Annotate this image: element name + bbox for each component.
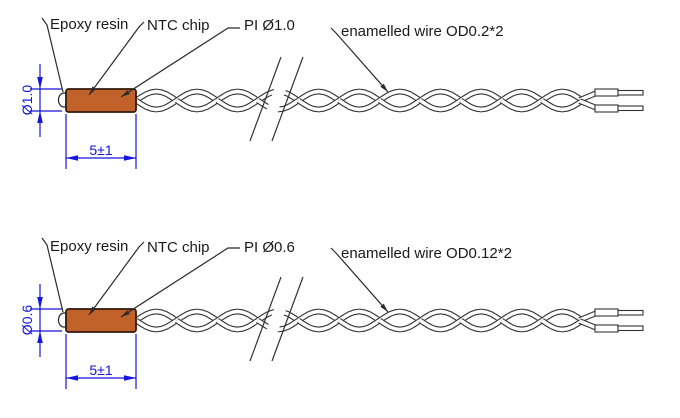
enamelled-wire-leader — [330, 247, 389, 313]
ntc-chip-label: NTC chip — [147, 17, 210, 34]
epoxy-resin-label: Epoxy resin — [50, 16, 128, 33]
epoxy-resin-leader — [41, 17, 64, 93]
sensor-drawing-bottom: Epoxy resin NTC chip PI Ø0.6 enamelled w… — [19, 237, 644, 389]
pi-tube-label: PI Ø0.6 — [244, 239, 295, 256]
twisted-wire — [134, 88, 585, 113]
pi-tube-leader — [120, 27, 240, 98]
pi-tube-label: PI Ø1.0 — [244, 17, 295, 34]
dimensions — [30, 284, 137, 389]
break-symbol — [249, 276, 304, 362]
sensor-drawing-top: Epoxy resin NTC chip PI Ø1.0 enamelled w… — [19, 16, 644, 169]
wire-end-top — [578, 88, 644, 103]
enamelled-wire-label: enamelled wire OD0.2*2 — [341, 23, 504, 40]
pi-tube-leader — [120, 247, 240, 318]
break-symbol — [249, 56, 304, 142]
diameter-dimension-label: Ø0.6 — [19, 305, 35, 336]
length-dimension-label: 5±1 — [89, 142, 112, 158]
enamelled-wire-label: enamelled wire OD0.12*2 — [341, 245, 512, 262]
diameter-dimension-label: Ø1.0 — [19, 85, 35, 116]
sensor-body — [65, 308, 137, 333]
wire-end-bottom — [578, 318, 644, 333]
sensor-geometry — [30, 237, 644, 389]
length-dimension-label: 5±1 — [89, 362, 112, 378]
epoxy-resin-label: Epoxy resin — [50, 238, 128, 255]
sensor-body — [65, 88, 137, 113]
twisted-wire — [134, 308, 585, 333]
ntc-chip-label: NTC chip — [147, 239, 210, 256]
sensor-geometry — [30, 17, 644, 169]
ntc-chip-leader — [88, 21, 145, 96]
wire-end-top — [578, 308, 644, 323]
ntc-chip-leader — [88, 241, 145, 316]
wire-end-bottom — [578, 98, 644, 113]
epoxy-resin-leader — [41, 237, 64, 313]
dimensions — [30, 64, 137, 169]
enamelled-wire-leader — [330, 27, 389, 93]
